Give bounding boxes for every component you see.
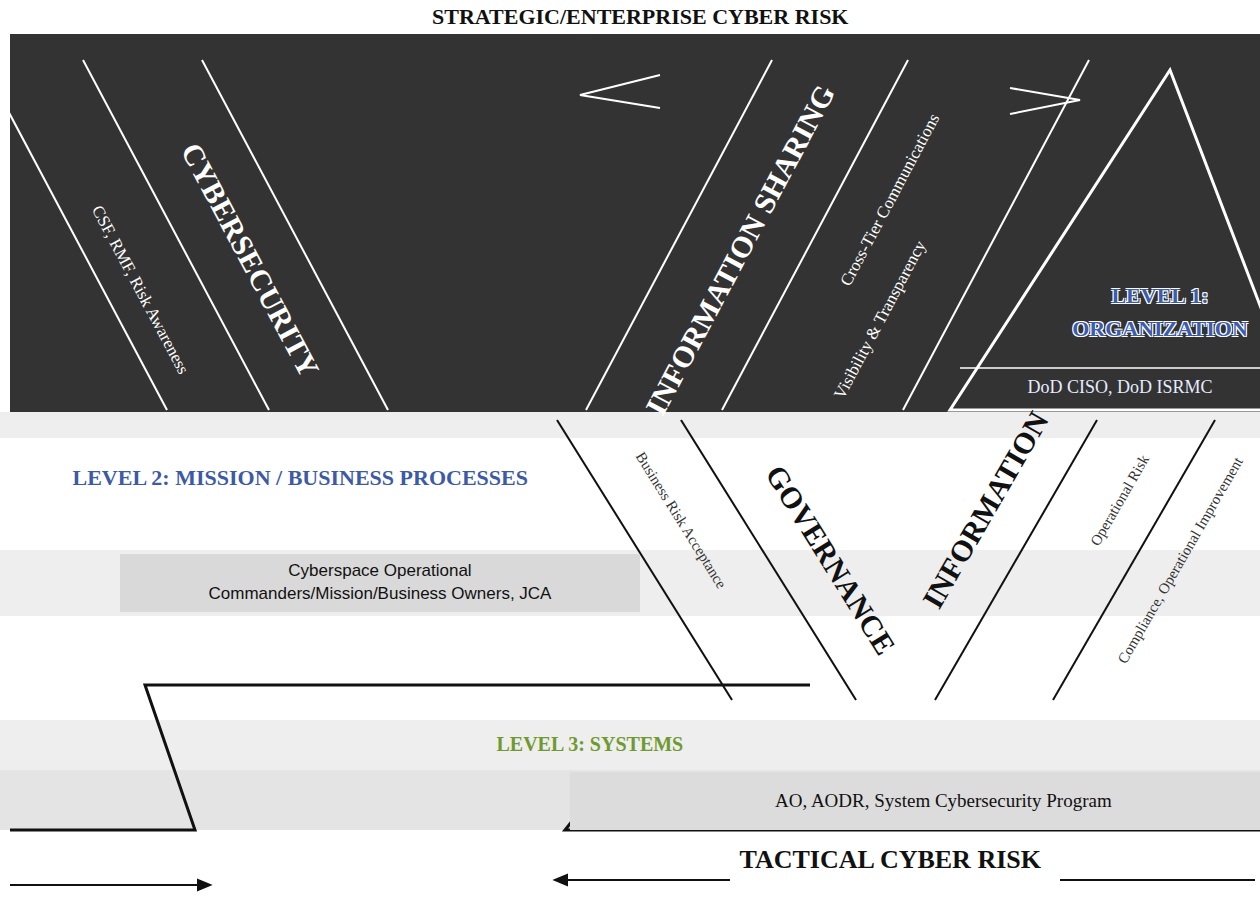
arrow-head xyxy=(198,880,210,890)
scale-arrow xyxy=(1060,879,1255,881)
band-note: Cross-Tier Communications xyxy=(836,110,944,289)
band-note: CSF, RMF, Risk Awareness xyxy=(87,202,193,377)
scale-arrow xyxy=(10,884,200,886)
arrow-head xyxy=(555,875,567,885)
band-label: INFORMATION xyxy=(915,406,1055,614)
band-label: INFORMATION SHARING xyxy=(638,79,841,420)
level-heading: LEVEL 2: MISSION / BUSINESS PROCESSES xyxy=(73,465,528,491)
level-owners: Cyberspace Operational Commanders/Missio… xyxy=(120,554,640,612)
stripe xyxy=(0,720,1260,770)
band-note: Operational Risk xyxy=(1087,452,1153,549)
chevron xyxy=(1010,88,1080,114)
tier-level: LEVEL 2: MISSION / BUSINESS PROCESSES Cyb… xyxy=(73,465,641,612)
stripe xyxy=(0,550,1260,616)
level-owners: AO, AODR, System Cybersecurity Program xyxy=(570,772,1260,830)
diagram-title: STRATEGIC/ENTERPRISE CYBER RISK xyxy=(432,4,848,30)
level1-triangle xyxy=(950,70,1260,410)
scale-arrow xyxy=(565,879,730,881)
scale-label: TACTICAL CYBER RISK xyxy=(740,845,1041,875)
band-label: CYBERSECURITY xyxy=(174,137,326,383)
level-owners: DoD CISO, DoD ISRMC xyxy=(1028,377,1213,398)
stripe xyxy=(0,770,1260,830)
band-line xyxy=(0,60,167,410)
tier-level: LEVEL 3: SYSTEMS AO, AODR, System Cyberse… xyxy=(497,733,1260,831)
tier-level: LEVEL 1: ORGANIZATION DoD CISO, DoD ISRMC xyxy=(1028,279,1260,398)
level-heading: LEVEL 3: SYSTEMS xyxy=(497,733,684,756)
band-label: GOVERNANCE xyxy=(758,459,902,661)
level-heading: LEVEL 1: ORGANIZATION xyxy=(1060,279,1260,345)
band-note: Business Risk Acceptance xyxy=(631,449,729,592)
stripe xyxy=(0,412,1260,438)
chevron xyxy=(580,75,660,108)
band-line xyxy=(960,367,1260,369)
